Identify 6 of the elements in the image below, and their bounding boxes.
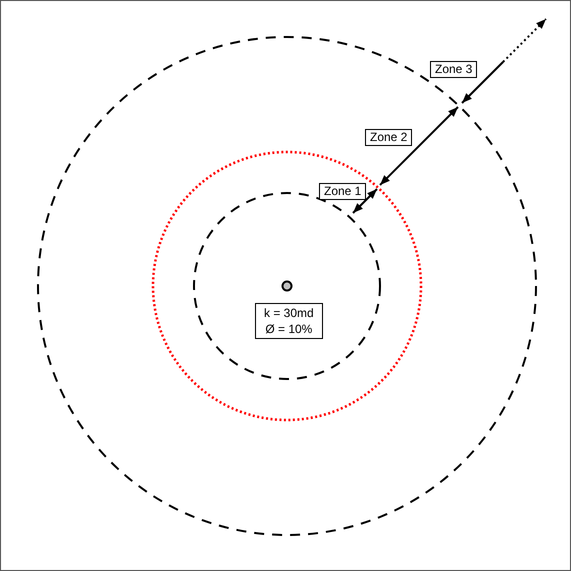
parameter-text: k = 30md bbox=[264, 305, 314, 321]
parameter-box bbox=[255, 303, 323, 339]
zone-label: Zone 3 bbox=[430, 61, 478, 78]
zone-label: Zone 2 bbox=[365, 129, 412, 146]
parameter-text: Ø = 10% bbox=[264, 321, 314, 337]
zone-label: Zone 1 bbox=[319, 183, 366, 200]
